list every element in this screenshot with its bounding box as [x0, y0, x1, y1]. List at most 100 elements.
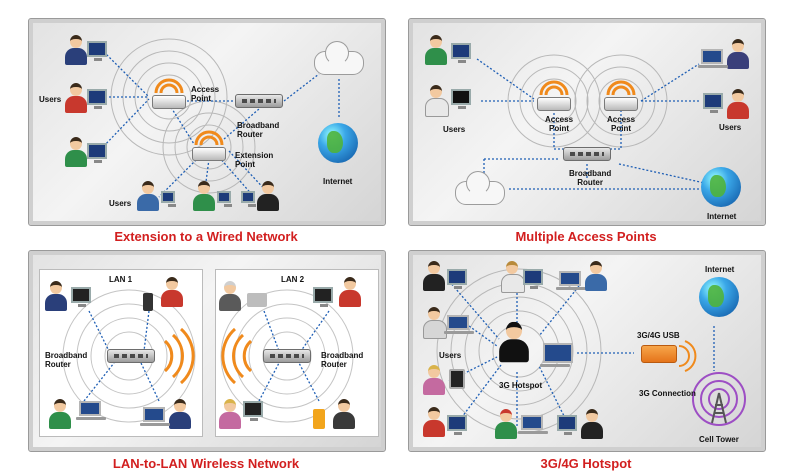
panel-multiple-access-points: Users Access Point Access Point Users Br… — [408, 18, 766, 226]
user-avatar — [49, 399, 71, 429]
hotspot-laptop-icon — [540, 343, 573, 367]
extension-point-label: Extension Point — [235, 151, 274, 169]
lan-2-label: LAN 2 — [281, 275, 305, 284]
users-left-label: Users — [443, 125, 466, 134]
access-point-2-device — [604, 97, 638, 111]
laptop-icon — [76, 401, 106, 420]
internet-label: Internet — [707, 212, 737, 221]
desk-phone-icon — [247, 293, 267, 307]
internet-globe-icon — [318, 123, 358, 163]
user-avatar — [333, 399, 355, 429]
cell-tower-icon — [711, 392, 727, 424]
user-avatar — [339, 277, 361, 307]
monitor-icon — [71, 287, 91, 307]
monitor-icon — [447, 269, 467, 289]
user-avatar — [425, 85, 449, 117]
user-avatar — [425, 35, 447, 65]
user-avatar — [161, 277, 183, 307]
user-avatar — [423, 307, 447, 339]
internet-label: Internet — [705, 265, 735, 274]
phone-icon — [143, 293, 153, 311]
panel-extension-wired: Access Point Broadband Router Extension … — [28, 18, 386, 226]
users-label: Users — [439, 351, 462, 360]
user-avatar — [65, 35, 87, 65]
extension-point-device — [192, 147, 226, 161]
user-avatar — [501, 261, 525, 293]
internet-globe-icon — [701, 167, 741, 207]
user-avatar — [257, 181, 279, 211]
panel-3g-4g-hotspot: Users 3G Hotspot 3G/4G USB 3G Connection… — [408, 250, 766, 452]
user-avatar — [423, 407, 445, 437]
laptop-icon — [140, 407, 170, 426]
monitor-icon — [87, 89, 107, 109]
user-avatar — [727, 39, 749, 69]
user-avatar — [581, 409, 603, 439]
laptop-icon — [444, 315, 474, 334]
laptop-icon — [518, 415, 548, 434]
broadband-router-label: Broadband Router — [237, 121, 280, 139]
users-label: Users — [39, 95, 62, 104]
panel-lan-to-lan: LAN 1 LAN 2 Broadband Router Broadband R… — [28, 250, 386, 452]
user-avatar — [137, 181, 159, 211]
signal-waves-icon — [194, 130, 224, 146]
user-avatar — [65, 137, 87, 167]
broadband-router-device — [235, 94, 283, 108]
lan-1-label: LAN 1 — [109, 275, 133, 284]
user-avatar — [169, 399, 191, 429]
internet-label: Internet — [323, 177, 353, 186]
monitor-icon — [241, 191, 256, 207]
broadband-router-right-label: Broadband Router — [321, 351, 364, 369]
usb-label: 3G/4G USB — [637, 331, 680, 340]
access-point-device — [152, 95, 186, 109]
monitor-icon — [447, 415, 467, 435]
monitor-icon — [703, 93, 723, 113]
cell-tower-label: Cell Tower — [699, 435, 739, 444]
signal-waves-icon — [606, 80, 636, 96]
user-avatar — [423, 261, 445, 291]
usb-modem-icon — [641, 345, 677, 363]
cloud-icon — [455, 171, 505, 205]
caption-multiple-access-points: Multiple Access Points — [515, 229, 657, 244]
user-avatar — [45, 281, 67, 311]
lan-diagram-lines — [62, 289, 354, 423]
cloud-icon — [314, 41, 364, 75]
broadband-router-left-device — [107, 349, 155, 363]
broadband-router-left-label: Broadband Router — [45, 351, 88, 369]
monitor-icon — [243, 401, 263, 421]
monitor-icon — [313, 287, 333, 307]
monitor-icon — [557, 415, 577, 435]
access-point-1-label: Access Point — [545, 115, 574, 133]
user-avatar — [219, 281, 241, 311]
multiple-ap-diagram-lines — [476, 54, 710, 190]
monitor-icon — [451, 89, 471, 109]
broadband-router-device — [563, 147, 611, 161]
caption-3g-4g-hotspot: 3G/4G Hotspot — [540, 456, 632, 471]
caption-lan-to-lan: LAN-to-LAN Wireless Network — [112, 456, 300, 471]
internet-globe-icon — [699, 277, 739, 317]
user-avatar — [495, 409, 517, 439]
signal-waves-icon — [154, 78, 184, 94]
mp3-player-icon — [313, 409, 325, 429]
caption-extension-wired: Extension to a Wired Network — [114, 229, 298, 244]
laptop-icon — [698, 49, 728, 68]
users-right-label: Users — [719, 123, 742, 132]
monitor-icon — [87, 41, 107, 61]
user-avatar — [219, 399, 241, 429]
user-avatar — [65, 83, 87, 113]
tablet-icon — [449, 369, 465, 389]
broadband-router-label: Broadband Router — [569, 169, 612, 187]
monitor-icon — [217, 191, 232, 207]
monitor-icon — [523, 269, 543, 289]
broadband-router-right-device — [263, 349, 311, 363]
user-avatar — [423, 365, 445, 395]
connection-label: 3G Connection — [639, 389, 696, 398]
access-point-2-label: Access Point — [607, 115, 636, 133]
extension-diagram-lines — [100, 38, 340, 198]
users-bottom-label: Users — [109, 199, 132, 208]
user-avatar — [585, 261, 607, 291]
signal-waves-icon — [539, 80, 569, 96]
user-avatar — [193, 181, 215, 211]
hotspot-label: 3G Hotspot — [499, 381, 543, 390]
monitor-icon — [161, 191, 176, 207]
laptop-icon — [556, 271, 586, 290]
